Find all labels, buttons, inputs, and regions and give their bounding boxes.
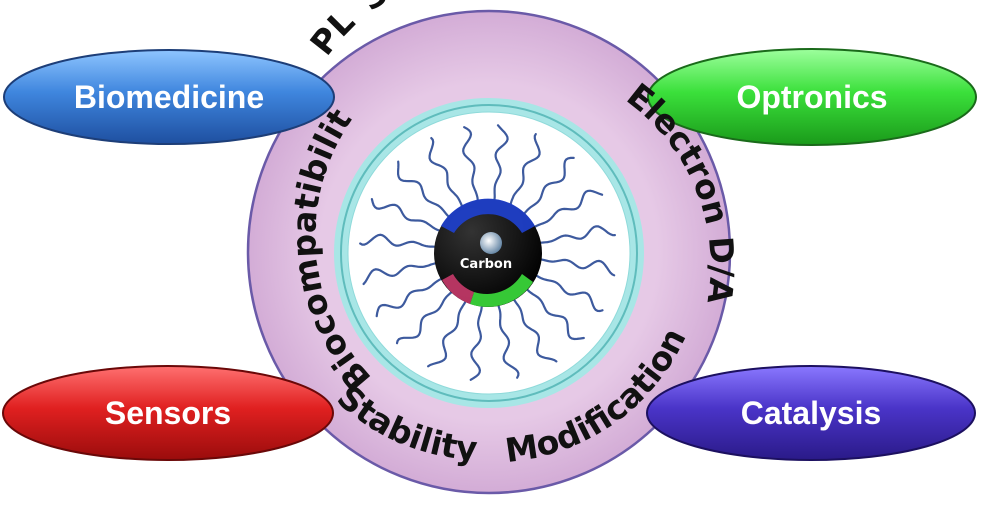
polymer-chain [538,258,616,277]
app-optronics: Optronics [647,48,977,146]
polymer-chain [362,261,439,286]
app-optronics-label: Optronics [736,79,887,115]
polymer-chain [427,299,468,368]
app-catalysis-label: Catalysis [741,395,882,431]
app-sensors: Sensors [2,365,334,461]
polymer-chains [359,124,616,381]
polymer-chain [522,156,575,216]
core-label: Carbon [460,257,512,272]
polymer-chain [370,198,442,233]
polymer-chain [359,233,438,248]
polymer-chain [537,225,616,245]
polymer-chain [375,277,444,318]
app-biomedicine-label: Biomedicine [74,79,264,115]
carbon-core: Carbon [434,198,542,307]
polymer-chain [428,137,464,209]
polymer-chain [469,303,483,381]
app-biomedicine: Biomedicine [3,49,335,145]
polymer-chain [493,124,509,203]
app-catalysis: Catalysis [646,365,976,461]
polymer-chain [496,302,520,379]
polymer-chain [532,189,604,229]
polymer-chain [395,290,454,345]
polymer-chain [462,126,480,204]
app-sensors-label: Sensors [105,395,231,431]
polymer-chain [525,287,585,341]
polymer-chain [508,133,541,207]
polymer-chain [397,160,451,219]
polymer-chain [534,273,604,313]
polymer-chain [512,297,558,363]
